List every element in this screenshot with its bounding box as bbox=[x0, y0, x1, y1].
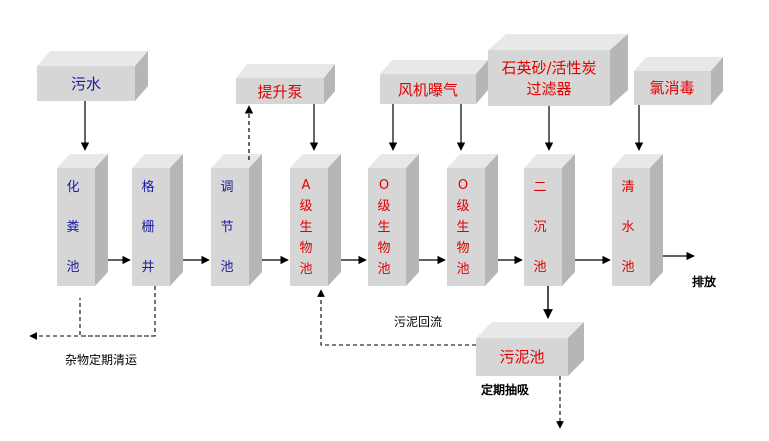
tank-char: 池 bbox=[533, 260, 546, 275]
tank-equalization: 调 节 池 bbox=[211, 154, 262, 286]
discharge-label: 排放 bbox=[692, 274, 717, 289]
tank-char: 物 bbox=[377, 241, 390, 256]
tank-char: 水 bbox=[621, 220, 634, 235]
chlorine-label: 氯消毒 bbox=[649, 79, 694, 97]
tank-clear-water: 清 水 池 bbox=[612, 154, 663, 286]
tank-char: 生 bbox=[377, 220, 390, 235]
tank-char: 格 bbox=[141, 179, 154, 195]
tank-char: 生 bbox=[456, 220, 469, 235]
tank-char: O bbox=[458, 178, 468, 193]
tank-char: 池 bbox=[66, 260, 79, 275]
tank-char: 池 bbox=[456, 262, 469, 277]
tank-char: 粪 bbox=[66, 220, 79, 235]
tank-char: 井 bbox=[141, 260, 154, 275]
arrow-debris-removal bbox=[79, 286, 156, 337]
tank-o-biological-2: O 级 生 物 池 bbox=[447, 154, 498, 286]
sludge-return-label: 污泥回流 bbox=[394, 315, 442, 329]
quartz-sand-carbon-filter-box: 石英砂/活性炭 过滤器 bbox=[488, 34, 628, 106]
periodic-pumping-label: 定期抽吸 bbox=[481, 382, 530, 397]
tank-char: O bbox=[379, 178, 389, 193]
tank-char: 沉 bbox=[533, 220, 546, 235]
tank-char: 清 bbox=[621, 180, 634, 195]
tank-char: 池 bbox=[220, 260, 233, 275]
tank-char: 调 bbox=[220, 180, 233, 195]
tank-char: A bbox=[302, 178, 311, 193]
sludge-tank: 污泥池 bbox=[476, 322, 584, 376]
tank-char: 级 bbox=[299, 199, 312, 214]
sewage-box: 污水 bbox=[37, 51, 148, 101]
tank-char: 池 bbox=[621, 260, 634, 275]
tank-char: 级 bbox=[456, 199, 469, 214]
blower-aeration-box: 风机曝气 bbox=[380, 60, 488, 104]
filter-label-line1: 石英砂/活性炭 bbox=[501, 59, 596, 77]
tank-o-biological-1: O 级 生 物 池 bbox=[368, 154, 419, 286]
tank-char: 化 bbox=[66, 180, 79, 195]
sludge-tank-label: 污泥池 bbox=[499, 348, 544, 366]
tank-char: 物 bbox=[456, 241, 469, 256]
tank-secondary-clarifier: 二 沉 池 bbox=[524, 154, 575, 286]
sewage-label: 污水 bbox=[71, 75, 101, 93]
tank-char: 节 bbox=[220, 220, 233, 235]
tank-screen-well: 格 栅 井 bbox=[132, 154, 183, 286]
tank-char: 物 bbox=[299, 241, 312, 256]
debris-cleanup-label: 杂物定期清运 bbox=[65, 352, 137, 367]
tank-char: 生 bbox=[299, 220, 312, 235]
lift-pump-box: 提升泵 bbox=[236, 64, 335, 104]
lift-pump-label: 提升泵 bbox=[257, 83, 302, 101]
blower-aeration-label: 风机曝气 bbox=[398, 81, 458, 99]
tank-a-biological: A 级 生 物 池 bbox=[290, 154, 341, 286]
arrow-sludge-return bbox=[317, 289, 476, 346]
tank-char: 级 bbox=[377, 199, 390, 214]
tank-char: 栅 bbox=[141, 220, 154, 235]
tank-septic: 化 粪 池 bbox=[57, 154, 108, 286]
tank-char: 二 bbox=[533, 180, 546, 195]
tank-char: 池 bbox=[377, 262, 390, 277]
tank-char: 池 bbox=[299, 262, 312, 277]
chlorine-disinfection-box: 氯消毒 bbox=[634, 57, 723, 105]
filter-label-line2: 过滤器 bbox=[526, 80, 571, 98]
